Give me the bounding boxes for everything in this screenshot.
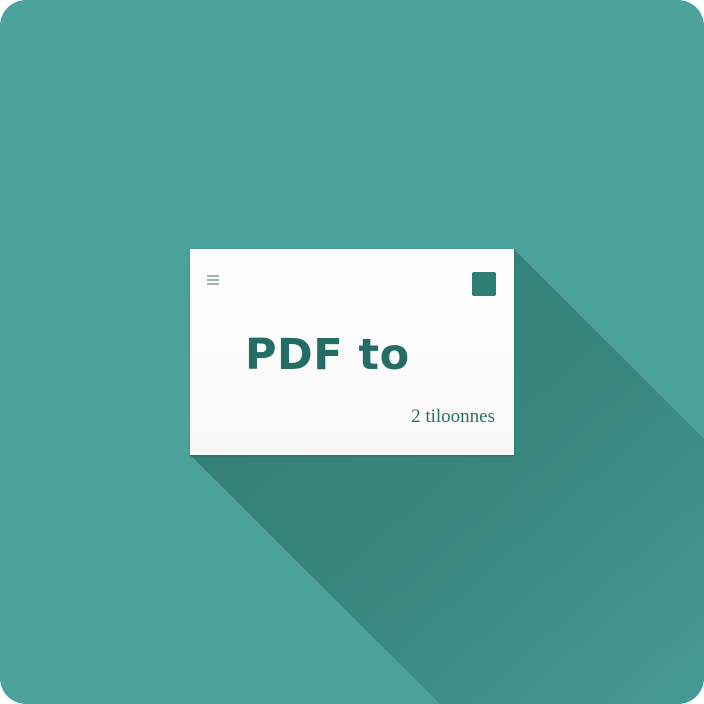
square-icon bbox=[472, 272, 496, 296]
document-card: PDF to 2 tiloonnes bbox=[190, 249, 514, 455]
card-caption: 2 tiloonnes bbox=[411, 406, 495, 427]
menu-icon bbox=[207, 274, 219, 286]
card-title: PDF to bbox=[245, 330, 410, 380]
